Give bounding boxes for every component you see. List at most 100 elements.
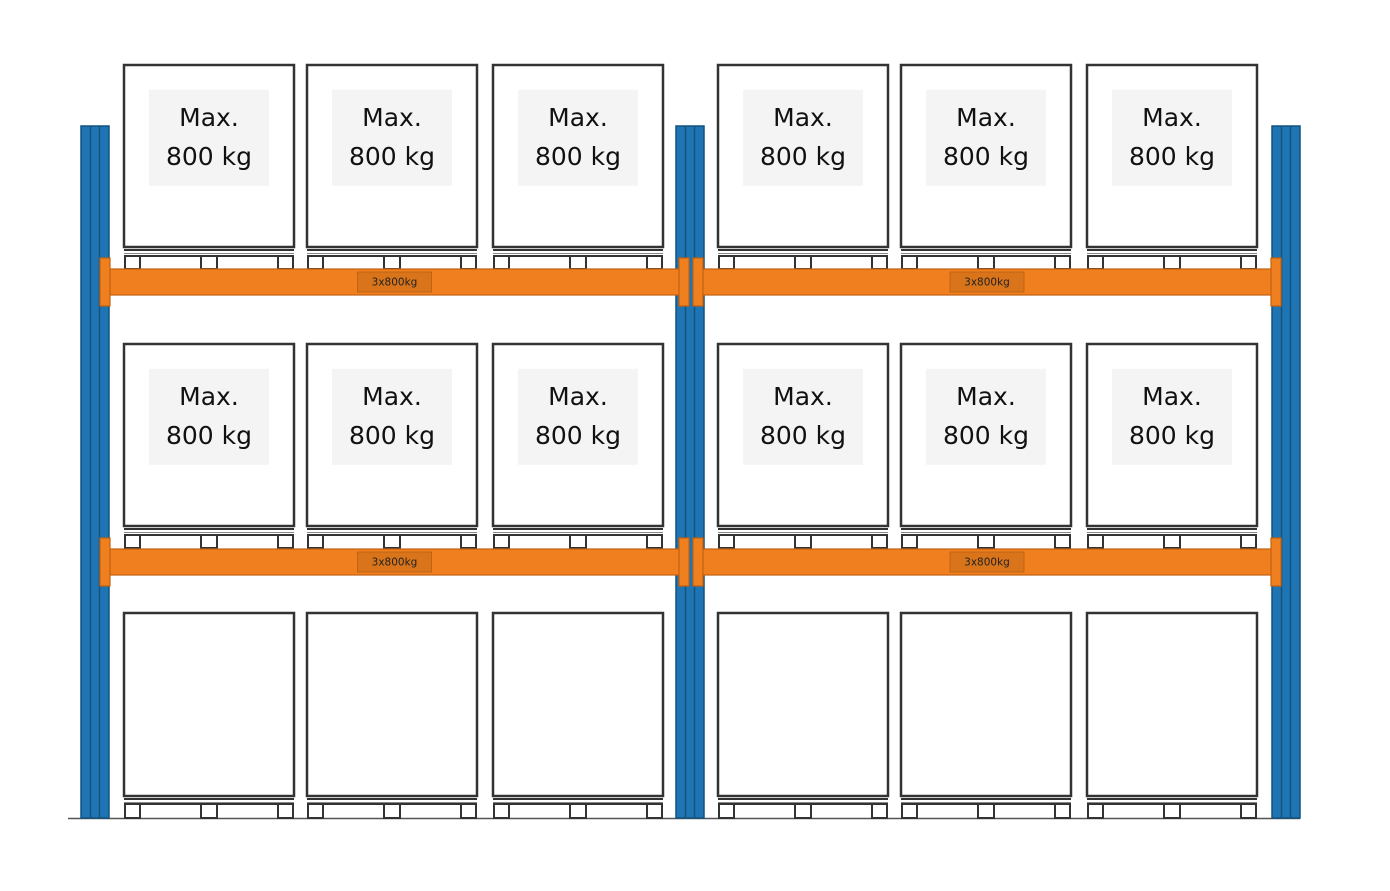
upright-frame — [1271, 125, 1301, 819]
pallet-foot — [383, 803, 401, 819]
box-label-line2: 800 kg — [166, 421, 252, 450]
box-label-background — [743, 368, 863, 465]
pallet-foot — [493, 803, 510, 819]
box-label-line2: 800 kg — [760, 142, 846, 171]
beam-load-label: 3x800kg — [964, 557, 1010, 569]
beam-load-tag — [949, 551, 1025, 573]
upright-right — [1271, 125, 1301, 819]
pallet-foot — [277, 803, 294, 819]
pallet-base — [493, 798, 663, 819]
pallet-foot — [200, 255, 218, 270]
box-label-background — [1112, 89, 1232, 186]
pallet-foot — [307, 255, 324, 270]
beam-load-label: 3x800kg — [372, 277, 418, 289]
pallet-foot — [718, 534, 735, 549]
box-label-background — [518, 368, 638, 465]
box-label-line1: Max. — [1142, 103, 1202, 132]
pallet-foot — [718, 803, 735, 819]
pallet-base — [1087, 528, 1257, 549]
beam-load-label: 3x800kg — [964, 277, 1010, 289]
beam-connector-right — [1270, 537, 1282, 587]
pallet-box: Max.800 kg — [491, 342, 665, 528]
pallet-foot — [1087, 255, 1104, 270]
pallet-box — [305, 611, 479, 798]
box-label-line2: 800 kg — [1129, 142, 1215, 171]
upright-frame — [80, 125, 110, 819]
pallet-base — [901, 528, 1071, 549]
pallet-base — [307, 528, 477, 549]
beam-load-tag — [357, 271, 432, 293]
pallet-foot — [871, 534, 888, 549]
pallet-foot — [1163, 255, 1181, 270]
beam-connector-right — [678, 257, 690, 307]
pallet-foot — [383, 534, 401, 549]
box-label-line1: Max. — [1142, 382, 1202, 411]
pallet-base — [124, 249, 294, 270]
box-label-background — [149, 368, 269, 465]
pallet-base — [493, 528, 663, 549]
box-label-background — [332, 89, 452, 186]
upright-left — [80, 125, 110, 819]
box-label-line2: 800 kg — [535, 142, 621, 171]
beam: 3x800kg — [99, 537, 690, 587]
pallet-base — [718, 249, 888, 270]
pallet-base — [307, 798, 477, 819]
beam-connector-right — [1270, 257, 1282, 307]
beam-load-label: 3x800kg — [372, 557, 418, 569]
pallet-foot — [307, 534, 324, 549]
pallet-foot — [460, 255, 477, 270]
pallet-base — [493, 249, 663, 270]
pallet-foot — [794, 255, 812, 270]
pallet-base — [1087, 249, 1257, 270]
box-label-line2: 800 kg — [349, 421, 435, 450]
pallet-foot — [1240, 803, 1257, 819]
pallet-box — [491, 611, 665, 798]
pallet-base — [124, 798, 294, 819]
pallet-box: Max. 800 kg — [716, 342, 890, 528]
beam: 3x800kg — [692, 537, 1282, 587]
pallet-box — [899, 611, 1073, 798]
pallet-foot — [493, 534, 510, 549]
box-label-background — [743, 89, 863, 186]
pallet-box: Max. 800 kg — [491, 63, 665, 249]
box-label-line2: 800 kg — [760, 421, 846, 450]
beam-connector-left — [692, 537, 704, 587]
pallet-box: Max.800 kg — [899, 63, 1073, 249]
pallet-foot — [977, 803, 995, 819]
pallet-box: Max.800 kg — [122, 63, 296, 249]
pallet-foot — [794, 803, 812, 819]
box-label-background — [149, 89, 269, 186]
pallet-foot — [124, 803, 141, 819]
pallet-box: Max.800 kg — [305, 342, 479, 528]
pallet-foot — [277, 534, 294, 549]
pallet-base — [124, 528, 294, 549]
box-label-background — [332, 368, 452, 465]
pallet-foot — [460, 803, 477, 819]
pallet-foot — [307, 803, 324, 819]
pallet-foot — [200, 803, 218, 819]
pallet-base — [718, 528, 888, 549]
box-label-line2: 800 kg — [535, 421, 621, 450]
box-label-line2: 800 kg — [1129, 421, 1215, 450]
pallet-foot — [977, 534, 995, 549]
box-outline — [1085, 611, 1259, 798]
box-label-line1: Max. — [773, 103, 833, 132]
pallet-foot — [871, 255, 888, 270]
box-label-line1: Max. — [956, 103, 1016, 132]
box-label-background — [1112, 368, 1232, 465]
pallet-foot — [977, 255, 995, 270]
box-label-background — [926, 368, 1046, 465]
box-label-line1: Max. — [773, 382, 833, 411]
box-label-line1: Max. — [179, 382, 239, 411]
pallet-box — [122, 611, 296, 798]
box-outline — [122, 611, 296, 798]
box-label-line1: Max. — [548, 103, 608, 132]
pallet-foot — [1163, 803, 1181, 819]
pallet-foot — [1163, 534, 1181, 549]
pallet-foot — [1054, 255, 1071, 270]
pallet-base — [1087, 798, 1257, 819]
beam-connector-right — [678, 537, 690, 587]
upright-frame — [675, 125, 705, 819]
pallet-foot — [1087, 534, 1104, 549]
